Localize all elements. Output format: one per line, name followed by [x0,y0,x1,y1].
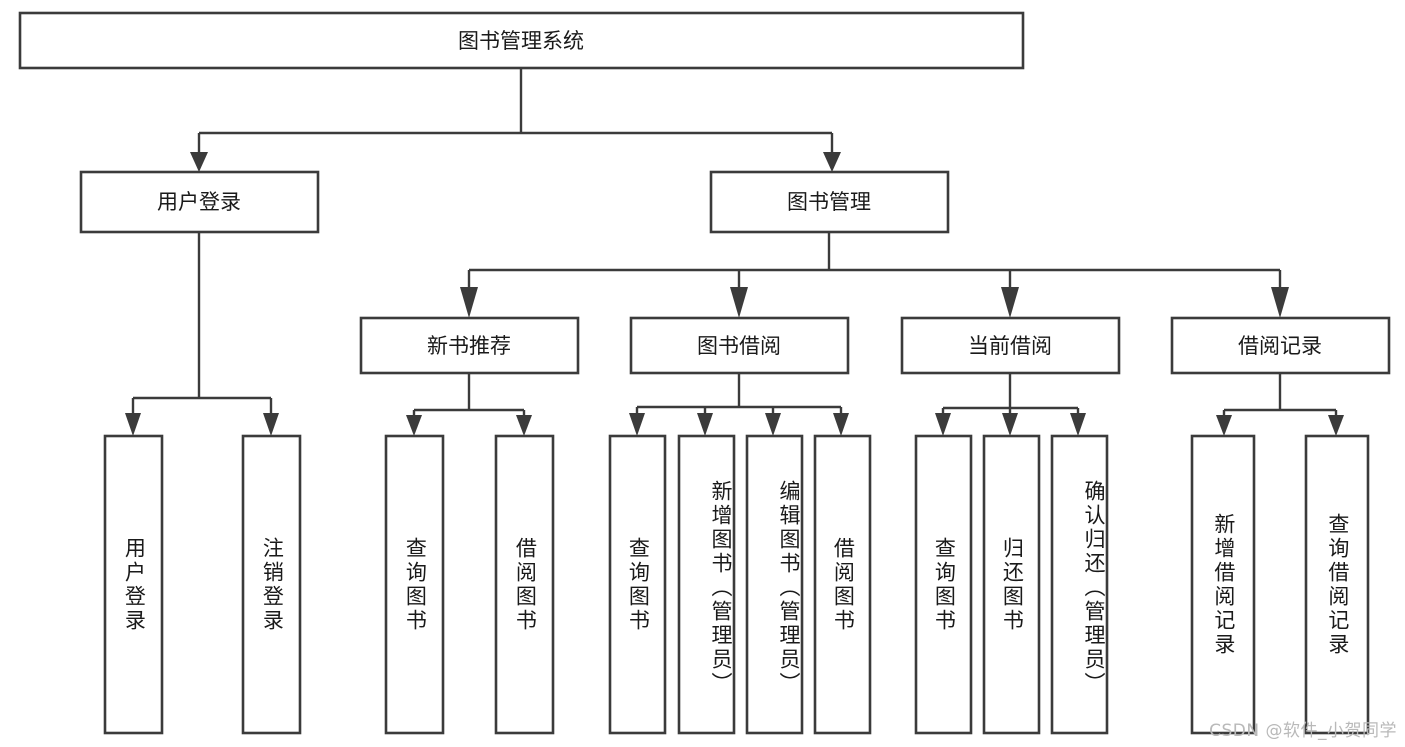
leaf-box-user-login[interactable] [103,434,164,735]
leaf-box-confirm-return-admin[interactable] [1050,434,1109,735]
arrowhead-currentborrow-leaf-3 [1070,413,1086,436]
node-root[interactable]: 图书管理系统 [18,11,1025,70]
leaf-box-borrow-book[interactable] [813,434,872,735]
arrowhead-bookborrow-leaf-2 [697,413,713,436]
arrowhead-current-borrow [1001,287,1019,318]
current-borrow-box[interactable] [900,316,1121,375]
csdn-watermark: CSDN @软件_小贺同学 [1209,721,1397,741]
arrowhead-leaf-logout [263,413,279,436]
leaf-box-add-borrow-record[interactable] [1190,434,1256,735]
leaf-box-query-book-recommend[interactable] [384,434,445,735]
arrowhead-bookborrow-leaf-3 [765,413,781,436]
connector-root-to-level2 [190,68,841,172]
connector-newbook-to-leaves [406,373,532,436]
leaf-box-query-book-borrow[interactable] [608,434,667,735]
connector-bookmgmt-to-level3 [460,232,1289,318]
book-management-label: 图书管理 [787,190,871,214]
leaf-box-query-book-current[interactable] [914,434,973,735]
arrowhead-bookborrow-leaf-4 [833,413,849,436]
arrowhead-book-manage [823,152,841,172]
arrowhead-book-borrow [730,287,748,318]
node-new-book-recommend[interactable]: 新书推荐 [359,316,580,375]
leaf-box-logout[interactable] [241,434,302,735]
arrowhead-currentborrow-leaf-2 [1002,413,1018,436]
leaf-box-edit-book-admin[interactable] [745,434,804,735]
arrowhead-newbook-leaf-1 [406,415,422,436]
book-management-box[interactable] [709,170,950,234]
node-user-login[interactable]: 用户登录 [79,170,320,234]
current-borrow-label: 当前借阅 [968,334,1052,358]
book-borrow-box[interactable] [629,316,850,375]
connector-bookborrow-to-leaves [629,373,849,436]
node-borrow-record[interactable]: 借阅记录 [1170,316,1391,375]
arrowhead-bookborrow-leaf-1 [629,413,645,436]
node-current-borrow[interactable]: 当前借阅 [900,316,1121,375]
connector-currentborrow-to-leaves [935,373,1086,436]
connector-borrowrecord-to-leaves [1216,373,1344,436]
book-borrow-label: 图书借阅 [697,334,781,358]
node-book-management[interactable]: 图书管理 [709,170,950,234]
arrowhead-new-book [460,287,478,318]
new-book-recommend-label: 新书推荐 [427,334,511,358]
leaf-box-return-book[interactable] [982,434,1041,735]
new-book-recommend-box[interactable] [359,316,580,375]
arrowhead-borrowrecord-leaf-2 [1328,415,1344,436]
root-box[interactable] [18,11,1025,70]
leaf-box-borrow-book-recommend[interactable] [494,434,555,735]
leaf-box-add-book-admin[interactable] [677,434,736,735]
borrow-record-box[interactable] [1170,316,1391,375]
leaf-box-query-borrow-record[interactable] [1304,434,1370,735]
arrowhead-borrowrecord-leaf-1 [1216,415,1232,436]
node-book-borrow[interactable]: 图书借阅 [629,316,850,375]
arrowhead-borrow-record [1271,287,1289,318]
user-login-label: 用户登录 [157,190,241,214]
arrowhead-currentborrow-leaf-1 [935,413,951,436]
arrowhead-newbook-leaf-2 [516,415,532,436]
borrow-record-label: 借阅记录 [1238,334,1322,358]
arrowhead-user-login [190,152,208,172]
root-label: 图书管理系统 [458,29,584,53]
connector-userlogin-to-leaves [125,232,279,436]
arrowhead-leaf-user-login [125,413,141,436]
